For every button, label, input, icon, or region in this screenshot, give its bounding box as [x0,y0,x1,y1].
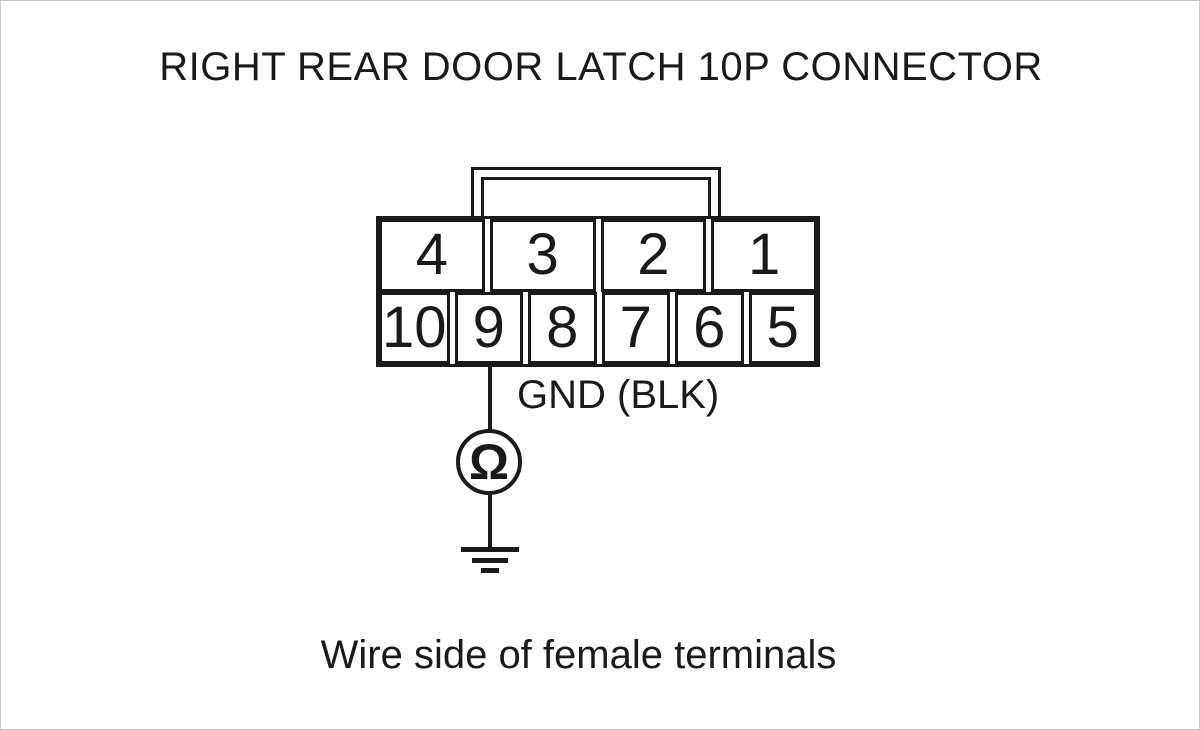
wire-segment-ground [488,493,492,549]
pin-cell-10: 10 [379,291,450,364]
ground-icon-bar-2 [472,558,508,563]
caption-text: Wire side of female terminals [320,633,837,677]
pin-cell-4: 4 [379,219,485,292]
pin-cell-5: 5 [748,291,818,364]
pin-cell-1: 1 [711,219,817,292]
wire-segment-pin9 [488,365,492,431]
page-title: RIGHT REAR DOOR LATCH 10P CONNECTOR [159,45,1043,89]
connector-tab-inner-line [481,177,711,219]
ground-icon [461,547,519,552]
pin-cell-9: 9 [454,291,524,364]
ohmmeter-icon: Ω [456,429,522,495]
pin-cell-7: 7 [601,291,671,364]
connector-body: 4 3 2 1 10 9 8 7 6 5 [376,216,820,367]
pin-cell-6: 6 [675,291,744,364]
wire-label-gnd-blk: GND (BLK) [517,373,720,417]
ohm-symbol: Ω [468,434,510,490]
pin-cell-3: 3 [489,219,596,292]
connector-tab [471,167,721,219]
ground-icon-bar-3 [481,568,499,573]
pin-cell-2: 2 [600,219,707,292]
pin-row-top: 4 3 2 1 [379,219,817,292]
pin-row-bottom: 10 9 8 7 6 5 [379,291,818,364]
pin-cell-8: 8 [528,291,597,364]
